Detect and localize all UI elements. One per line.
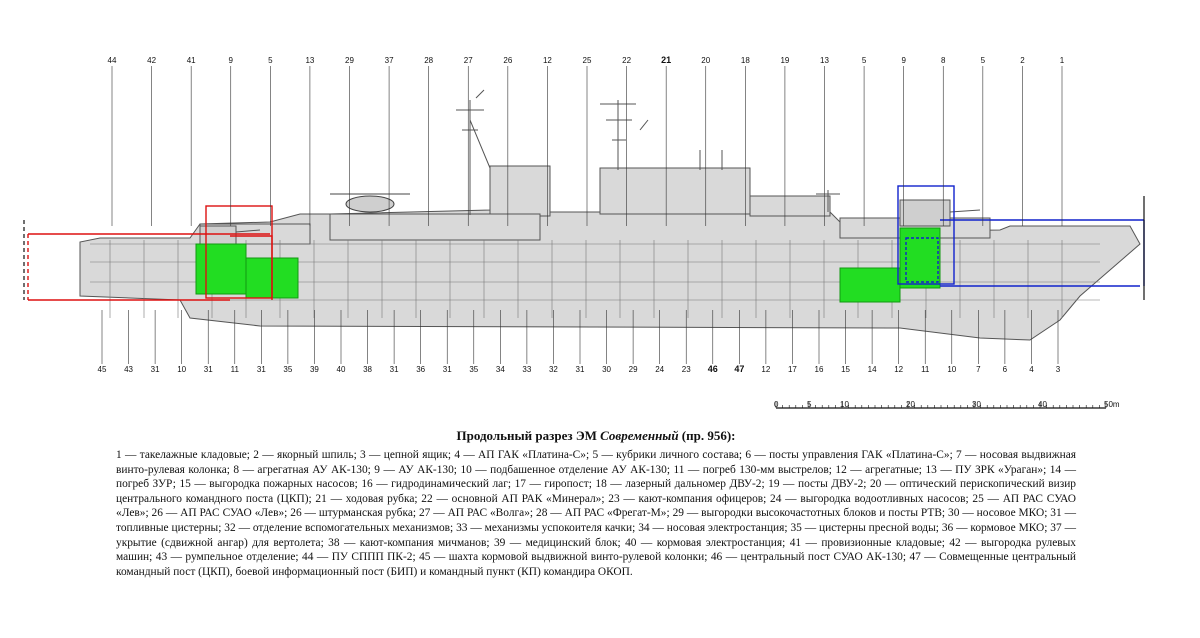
callout-label: 27 bbox=[464, 56, 473, 65]
callout-label: 38 bbox=[363, 365, 372, 374]
gun-turret-fore bbox=[899, 199, 981, 227]
caption-title-prefix: Продольный разрез ЭМ bbox=[456, 428, 597, 443]
callout-label: 21 bbox=[661, 55, 671, 65]
caption-title: Продольный разрез ЭМ Современный (пр. 95… bbox=[116, 428, 1076, 444]
hangar-block bbox=[329, 213, 541, 241]
callout-label: 45 bbox=[98, 365, 107, 374]
callout-label: 4 bbox=[1029, 365, 1034, 374]
callout-label: 11 bbox=[231, 365, 240, 374]
callout-label: 9 bbox=[229, 56, 234, 65]
callout-label: 12 bbox=[543, 56, 552, 65]
callout-label: 12 bbox=[894, 365, 903, 374]
callout-label: 19 bbox=[780, 56, 789, 65]
callout-label: 37 bbox=[385, 56, 394, 65]
red-highlight-lines bbox=[27, 205, 273, 301]
scale-tick-label: 20 bbox=[906, 400, 915, 409]
superstructure-block bbox=[599, 167, 751, 215]
callout-label: 31 bbox=[390, 365, 399, 374]
callout-label: 13 bbox=[305, 56, 314, 65]
callout-label: 23 bbox=[682, 365, 691, 374]
callout-label: 31 bbox=[151, 365, 160, 374]
helicopter bbox=[330, 193, 410, 213]
callout-label: 5 bbox=[981, 56, 986, 65]
callout-label: 35 bbox=[469, 365, 478, 374]
green-compartment bbox=[195, 243, 247, 295]
caption-legend-text: 1 — такелажные кладовые; 2 — якорный шпи… bbox=[116, 449, 1076, 578]
callout-label: 6 bbox=[1003, 365, 1008, 374]
callout-label: 22 bbox=[622, 56, 631, 65]
masts bbox=[456, 89, 840, 215]
callout-label: 3 bbox=[1056, 365, 1061, 374]
callout-label: 39 bbox=[310, 365, 319, 374]
scale-tick-label: 10 bbox=[840, 400, 849, 409]
callout-label: 14 bbox=[868, 365, 877, 374]
callout-label: 5 bbox=[268, 56, 273, 65]
scale-bar: 0 5 10 20 30 40 50m bbox=[774, 400, 1120, 409]
callout-label: 1 bbox=[1060, 56, 1065, 65]
callout-label: 35 bbox=[283, 365, 292, 374]
scale-tick-label: 5 bbox=[807, 400, 812, 409]
callout-label: 29 bbox=[345, 56, 354, 65]
callout-label: 7 bbox=[976, 365, 981, 374]
caption-block: Продольный разрез ЭМ Современный (пр. 95… bbox=[116, 428, 1076, 579]
callout-label: 34 bbox=[496, 365, 505, 374]
green-compartment bbox=[839, 267, 901, 303]
callout-label: 33 bbox=[522, 365, 531, 374]
caption-title-suffix: (пр. 956): bbox=[681, 428, 736, 443]
callout-label: 40 bbox=[337, 365, 346, 374]
callout-label: 16 bbox=[815, 365, 824, 374]
scale-tick-label: 40 bbox=[1038, 400, 1047, 409]
callout-label: 42 bbox=[147, 56, 156, 65]
callout-label: 20 bbox=[701, 56, 710, 65]
callout-label: 28 bbox=[424, 56, 433, 65]
callout-label: 30 bbox=[602, 365, 611, 374]
callout-label: 10 bbox=[947, 365, 956, 374]
caption-title-ship: Современный bbox=[600, 428, 679, 443]
callout-label: 31 bbox=[443, 365, 452, 374]
callout-label: 10 bbox=[177, 365, 186, 374]
callout-label: 13 bbox=[820, 56, 829, 65]
callout-label: 46 bbox=[708, 364, 718, 374]
callout-label: 15 bbox=[841, 365, 850, 374]
callout-label: 47 bbox=[734, 364, 744, 374]
callout-label: 8 bbox=[941, 56, 946, 65]
callout-label: 41 bbox=[187, 56, 196, 65]
callout-label: 2 bbox=[1020, 56, 1025, 65]
callout-label: 31 bbox=[257, 365, 266, 374]
callout-label: 43 bbox=[124, 365, 133, 374]
scale-tick-label: 30 bbox=[972, 400, 981, 409]
callout-label: 32 bbox=[549, 365, 558, 374]
scale-tick-label: 0 bbox=[774, 400, 779, 409]
bow-stern-markers bbox=[23, 196, 1145, 300]
bridge-block bbox=[749, 195, 831, 217]
callout-label: 12 bbox=[761, 365, 770, 374]
callout-label: 9 bbox=[901, 56, 906, 65]
scale-tick-label: 50m bbox=[1104, 400, 1120, 409]
callout-label: 44 bbox=[108, 56, 117, 65]
callout-label: 26 bbox=[503, 56, 512, 65]
callout-label: 31 bbox=[204, 365, 213, 374]
callout-label: 17 bbox=[788, 365, 797, 374]
callout-label: 31 bbox=[576, 365, 585, 374]
callout-label: 11 bbox=[921, 365, 930, 374]
callout-label: 29 bbox=[629, 365, 638, 374]
callout-label: 36 bbox=[416, 365, 425, 374]
callout-label: 5 bbox=[862, 56, 867, 65]
callout-label: 24 bbox=[655, 365, 664, 374]
superstructure-block bbox=[489, 165, 551, 217]
callout-label: 18 bbox=[741, 56, 750, 65]
callout-label: 25 bbox=[583, 56, 592, 65]
